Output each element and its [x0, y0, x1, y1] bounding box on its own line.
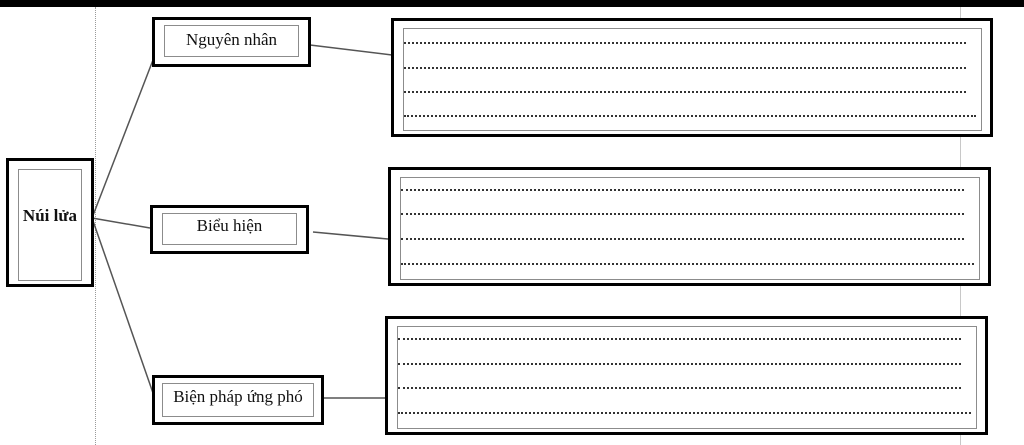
answer-line: [404, 91, 966, 93]
answer-line: [398, 363, 961, 365]
connector-nguyen-nhan-answer: [309, 44, 393, 56]
connector-bieu-hien-answer: [312, 231, 389, 240]
branch-node-nguyen-nhan: Nguyên nhân: [152, 17, 311, 67]
branch-node-inner: [162, 383, 314, 417]
branch-node-bien-phap-ung-pho: Biện pháp ứng phó: [152, 375, 324, 425]
root-node: Núi lửa: [6, 158, 94, 287]
answer-box-inner: [403, 28, 982, 131]
top-border: [0, 0, 1024, 7]
branch-label-nguyen-nhan: Nguyên nhân: [185, 30, 278, 49]
branch-node-inner: [162, 213, 297, 245]
answer-box-bien-phap-ung-pho: [385, 316, 988, 435]
answer-box-inner: [400, 177, 980, 280]
answer-line: [398, 412, 971, 414]
answer-line: [404, 115, 976, 117]
answer-line: [401, 263, 974, 265]
answer-box-nguyen-nhan: [391, 18, 993, 137]
branch-node-bieu-hien: Biểu hiện: [150, 205, 309, 254]
answer-box-bieu-hien: [388, 167, 991, 286]
branch-label-bien-phap-ung-pho: Biện pháp ứng phó: [173, 387, 303, 406]
branch-label-bieu-hien: Biểu hiện: [196, 216, 263, 235]
answer-box-inner: [397, 326, 977, 429]
answer-line: [404, 67, 966, 69]
branch-node-inner: [164, 25, 299, 57]
connector-root-bieu-hien: [91, 217, 151, 229]
answer-line: [401, 238, 964, 240]
connector-root-bien-phap: [91, 217, 154, 394]
root-node-inner: [18, 169, 82, 281]
answer-line: [404, 42, 966, 44]
answer-line: [401, 213, 964, 215]
connector-root-nguyen-nhan: [91, 59, 154, 219]
answer-line: [398, 338, 961, 340]
answer-line: [398, 387, 961, 389]
root-label: Núi lửa: [22, 206, 78, 225]
answer-line: [401, 189, 964, 191]
